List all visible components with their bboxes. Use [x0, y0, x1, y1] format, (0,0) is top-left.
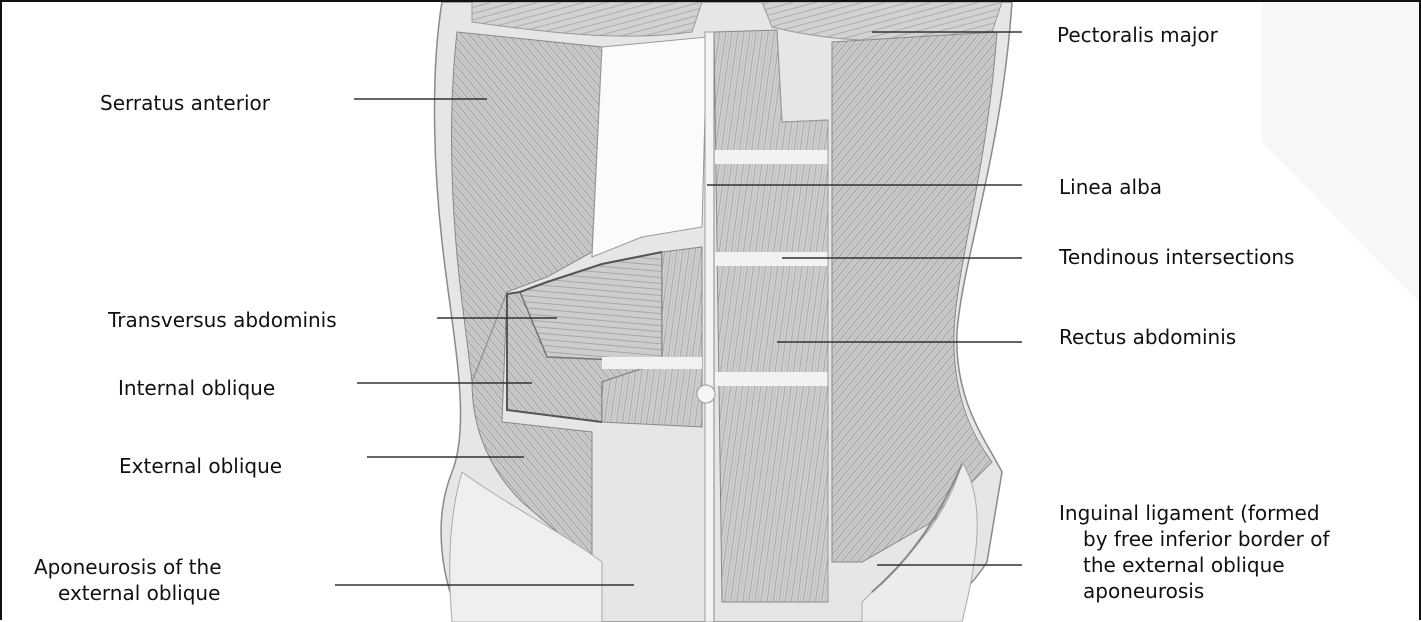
- label-inguinal-ligament: Inguinal ligament (formed by free inferi…: [1059, 500, 1330, 604]
- tendinous-intersection-3: [714, 372, 828, 386]
- label-aponeurosis: Aponeurosis of the external oblique: [34, 554, 222, 606]
- tendinous-intersection-2: [714, 252, 828, 266]
- label-serratus-anterior: Serratus anterior: [100, 90, 270, 116]
- label-internal-oblique: Internal oblique: [118, 375, 275, 401]
- label-rectus-abdominis: Rectus abdominis: [1059, 324, 1236, 350]
- tendinous-intersection-1: [714, 150, 828, 164]
- tendinous-band-left: [602, 357, 702, 369]
- skin-window: [592, 37, 707, 257]
- label-transversus-abdominis: Transversus abdominis: [108, 307, 337, 333]
- label-tendinous-intersections: Tendinous intersections: [1059, 244, 1294, 270]
- label-linea-alba: Linea alba: [1059, 174, 1162, 200]
- label-pectoralis-major: Pectoralis major: [1057, 22, 1218, 48]
- linea-alba-shape: [705, 32, 714, 622]
- label-external-oblique: External oblique: [119, 453, 282, 479]
- umbilicus: [697, 385, 715, 403]
